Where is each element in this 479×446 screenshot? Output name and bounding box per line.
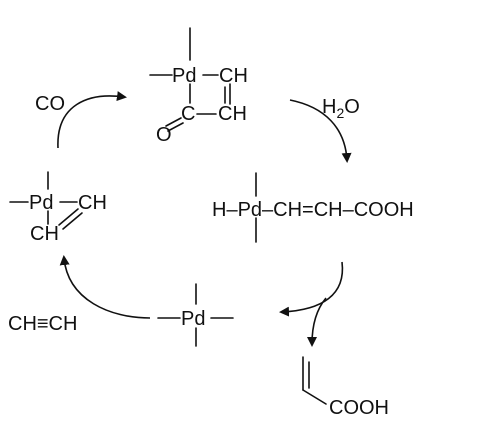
co-double-bond-b — [167, 122, 184, 132]
acrylic-acid-product: COOH — [302, 356, 389, 419]
pd-label: Pd — [172, 65, 196, 87]
cooh-label: COOH — [329, 397, 389, 419]
alkyne-pd-label: Pd — [29, 192, 53, 214]
alkyne-double-bond-a — [58, 208, 79, 226]
co-reagent: CO — [35, 93, 65, 115]
ch-bottom-label: CH — [218, 103, 247, 125]
arrow-reductive-elimination — [279, 261, 344, 317]
co-double-bond-a — [165, 117, 182, 127]
c-label: C — [181, 103, 195, 125]
pd-catalyst-label: Pd — [181, 308, 205, 330]
hydrido-species-label: H–Pd–CH=CH–COOH — [212, 199, 414, 221]
arrow-co-insertion — [57, 91, 127, 149]
alkyne-double-bond-b — [62, 212, 83, 230]
ch-top-label: CH — [219, 65, 248, 87]
arrow-alkyne-coordination — [59, 255, 151, 319]
vinyl-cooh-bond — [302, 389, 327, 405]
o-label: O — [156, 124, 172, 146]
hydrido-pd-species: H–Pd–CH=CH–COOH — [212, 172, 414, 243]
pd-catalyst: Pd — [157, 283, 234, 347]
alkyne-ch-bottom: CH — [30, 223, 59, 245]
arrow-product-release — [307, 297, 327, 347]
metallacycle: Pd CH C CH O — [149, 27, 248, 146]
alkyne-ch-right: CH — [78, 192, 107, 214]
pd-alkyne-complex: Pd CH CH — [9, 171, 107, 245]
acetylene-reagent: CH≡CH — [8, 313, 77, 335]
water-reagent: H2O — [322, 96, 360, 121]
arrow-hydrolysis — [289, 99, 352, 163]
